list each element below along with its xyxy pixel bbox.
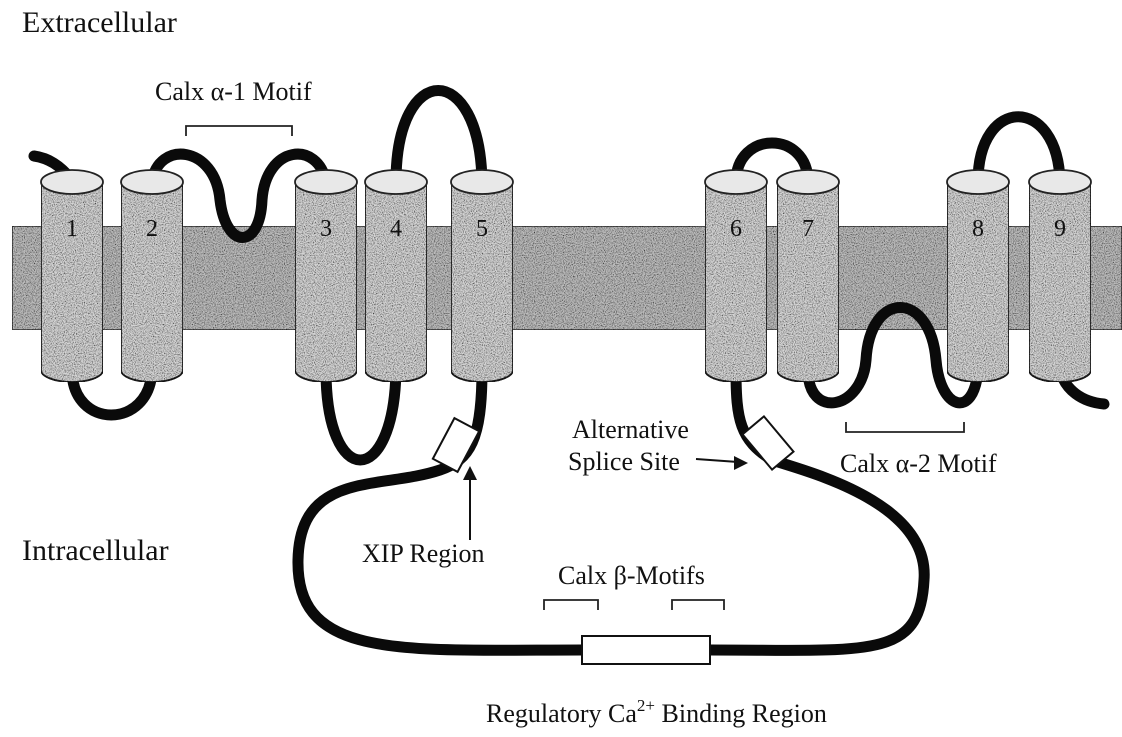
helix-number-7: 7 — [802, 216, 814, 242]
helix-number-8: 8 — [972, 216, 984, 242]
helix-number-4: 4 — [390, 216, 402, 242]
calx-b-label: Calx β-Motifs — [558, 561, 705, 590]
helix-8: 8 — [947, 170, 1009, 382]
helix-1: 1 — [41, 170, 103, 382]
helix-3: 3 — [295, 170, 357, 382]
calx-a2-brace — [846, 422, 964, 432]
extracellular-label: Extracellular — [22, 6, 177, 39]
regulatory-ca-box — [582, 636, 710, 664]
alt-splice-label-line2: Splice Site — [568, 447, 680, 476]
loop-4-5-extracellular — [396, 91, 482, 183]
calx-b-brace-left — [544, 600, 598, 610]
helix-6: 6 — [705, 170, 767, 382]
helix-7: 7 — [777, 170, 839, 382]
intracellular-label: Intracellular — [22, 534, 169, 567]
regulatory-ca-label: Regulatory Ca2+ Binding Region — [486, 696, 827, 728]
helix-4: 4 — [365, 170, 427, 382]
xip-arrow — [463, 466, 477, 540]
calx-a1-label: Calx α-1 Motif — [155, 77, 312, 106]
loop-3-4-intracellular — [326, 370, 396, 460]
helix-9: 9 — [1029, 170, 1091, 382]
helix-number-3: 3 — [320, 216, 332, 242]
alt-splice-label-line1: Alternative — [572, 415, 689, 444]
calx-b-brace-right — [672, 600, 724, 610]
calx-a1-brace — [186, 126, 292, 136]
helix-5: 5 — [451, 170, 513, 382]
calx-a2-label: Calx α-2 Motif — [840, 449, 997, 478]
splice-arrow — [696, 456, 748, 470]
helix-number-1: 1 — [66, 216, 78, 242]
helix-number-9: 9 — [1054, 216, 1066, 242]
helix-2: 2 — [121, 170, 183, 382]
helix-number-5: 5 — [476, 216, 488, 242]
xip-label: XIP Region — [362, 539, 485, 568]
helix-number-2: 2 — [146, 216, 158, 242]
helix-number-6: 6 — [730, 216, 742, 242]
